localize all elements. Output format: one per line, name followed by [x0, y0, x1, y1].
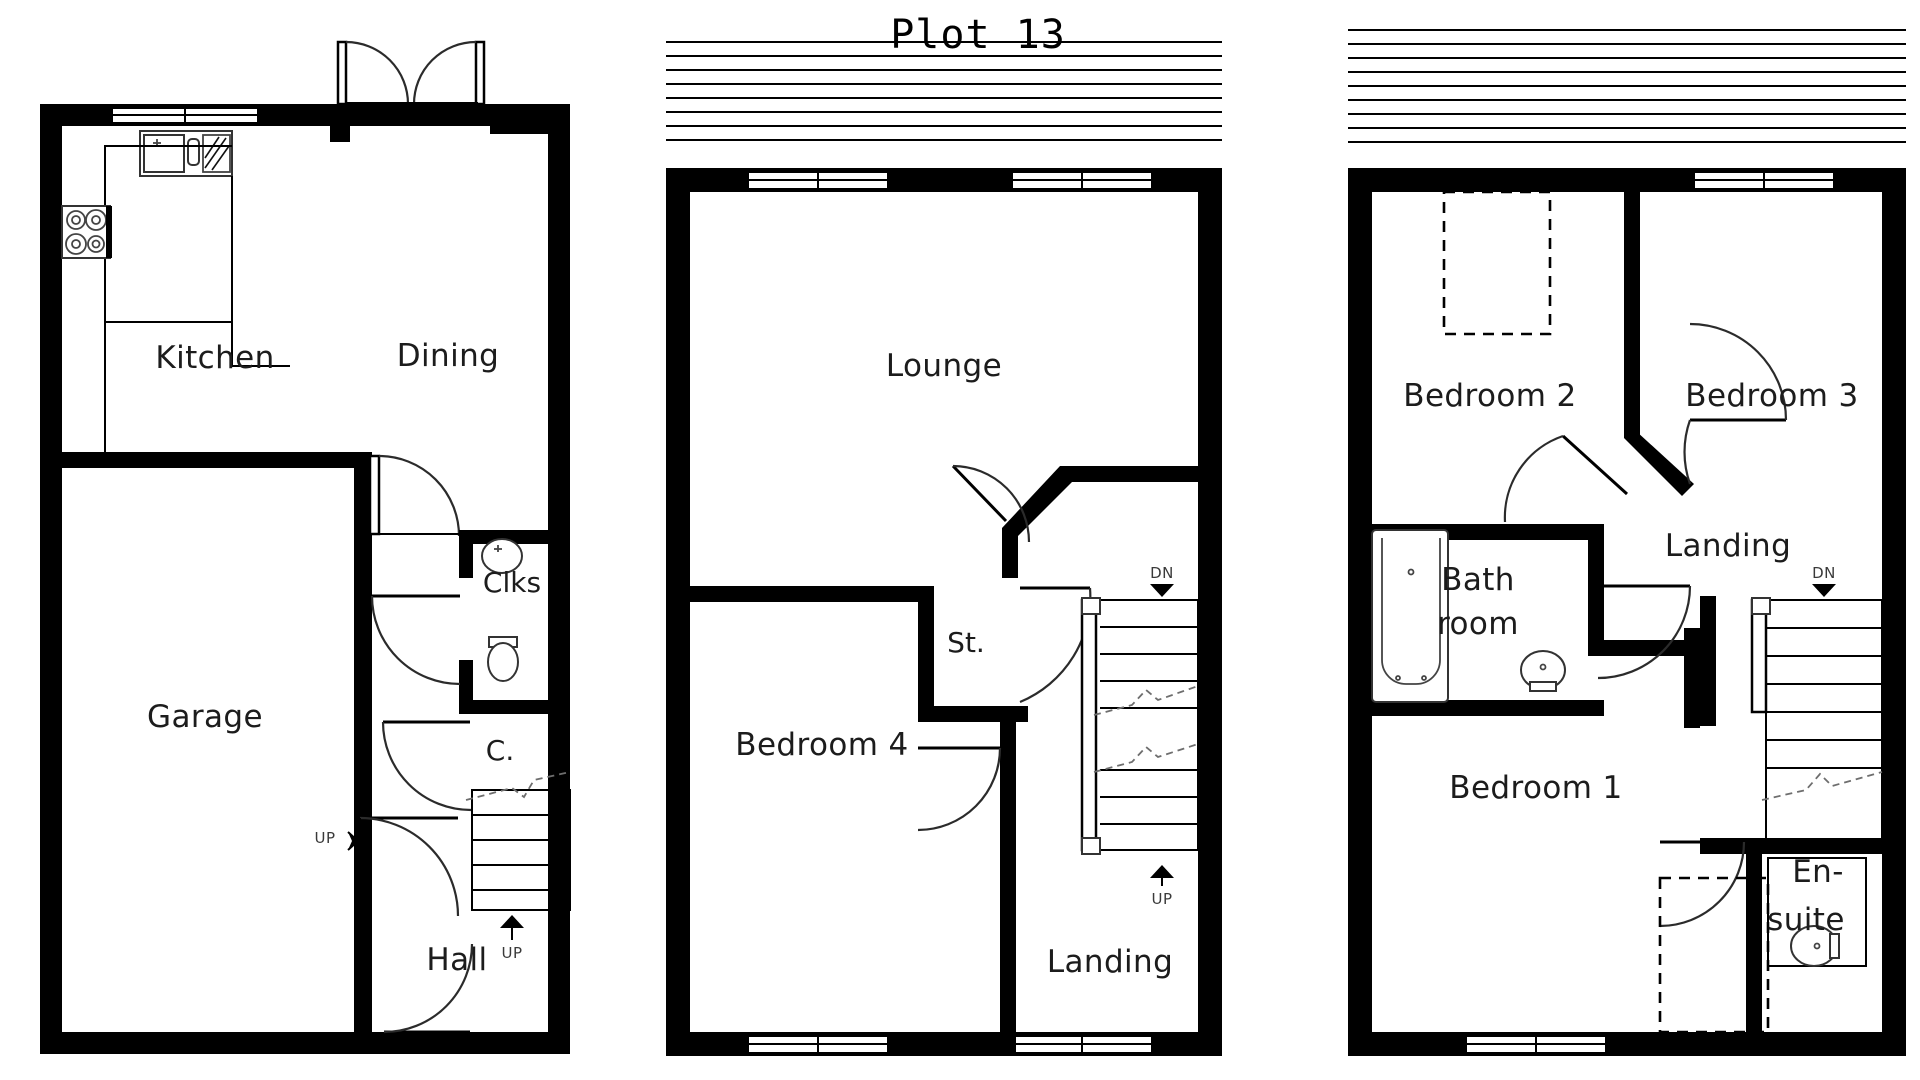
room-label-cupboard: C. — [486, 734, 514, 767]
kitchen-sink — [139, 130, 233, 177]
door-bedroom3 — [1683, 322, 1788, 485]
kitchen-worktop — [104, 145, 290, 452]
stair-arrow-up-garage: UP — [314, 829, 360, 851]
first-floor-partitions — [690, 466, 1198, 1056]
room-label-cloaks: Clks — [483, 566, 541, 599]
stair-arrow-down-first: DN — [1150, 564, 1174, 597]
room-label-bedroom4: Bedroom 4 — [735, 727, 908, 763]
room-label-store: St. — [947, 626, 985, 659]
stair-arrow-up-first: UP — [1150, 865, 1174, 908]
plan-first-floor: Lounge St. — [666, 41, 1222, 1056]
ensuite-room — [1658, 857, 1867, 1034]
window-bedroom4 — [747, 1035, 889, 1054]
window-bedroom1 — [1465, 1035, 1607, 1054]
wc-bathroom — [1520, 650, 1566, 692]
wardrobe-dashed-bedroom2 — [1442, 190, 1552, 336]
room-label-bathroom-line2: room — [1437, 606, 1519, 642]
stair-label-up-first: UP — [1151, 890, 1172, 908]
door-bedroom4 — [917, 746, 1002, 832]
door-dining-hall — [368, 454, 461, 537]
room-label-landing-first: Landing — [1047, 944, 1173, 980]
room-label-ensuite-line2: suite — [1767, 902, 1845, 938]
room-label-dining: Dining — [397, 338, 499, 374]
stair-label-up-garage: UP — [314, 829, 335, 847]
cloaks-room — [459, 530, 570, 714]
door-bedroom2 — [1503, 434, 1629, 523]
window-bedroom3 — [1693, 171, 1835, 190]
stair-arrow-down-second: DN — [1812, 564, 1836, 597]
plan-second-floor: Bedroom 2 Bedroom 3 Landing Bath room Be… — [1348, 29, 1906, 1056]
stair-arrow-up-hall: UP — [500, 915, 524, 962]
room-label-garage: Garage — [147, 699, 263, 735]
door-lounge — [951, 464, 1031, 543]
second-floor-walls — [1348, 168, 1906, 1056]
room-label-bedroom1: Bedroom 1 — [1449, 770, 1622, 806]
room-label-bedroom2: Bedroom 2 — [1403, 378, 1576, 414]
door-front-entrance — [40, 943, 570, 1054]
staircase-first — [1080, 597, 1199, 855]
window-landing-bottom — [1011, 1035, 1153, 1054]
door-cloaks — [370, 594, 461, 686]
room-label-landing-second: Landing — [1665, 528, 1791, 564]
stair-label-up-hall: UP — [501, 944, 522, 962]
stair-label-down-second: DN — [1812, 564, 1836, 582]
room-label-bedroom3: Bedroom 3 — [1685, 378, 1858, 414]
window-kitchen — [111, 107, 259, 124]
staircase-second — [1750, 597, 1883, 851]
wc-toilet — [487, 636, 519, 682]
roof-hatching-first — [666, 41, 1222, 141]
door-bathroom — [1597, 584, 1692, 680]
wc-basin — [481, 538, 523, 574]
room-label-lounge: Lounge — [886, 348, 1002, 384]
room-label-kitchen: Kitchen — [155, 340, 274, 376]
plan-ground-floor: Kitchen Dining — [40, 40, 571, 1054]
roof-hatching-second — [1348, 29, 1906, 143]
room-label-ensuite-line1: En- — [1792, 854, 1844, 890]
stair-label-down-first: DN — [1150, 564, 1174, 582]
door-dining-french — [336, 40, 486, 106]
room-label-hall: Hall — [426, 942, 487, 978]
window-lounge-right — [1011, 171, 1153, 190]
bath-tub — [1371, 529, 1449, 703]
window-lounge-left — [747, 171, 889, 190]
door-cupboard — [381, 720, 472, 812]
kitchen-hob — [61, 205, 112, 259]
page-title: Plot 13 — [890, 12, 1066, 58]
door-garage-hall — [359, 816, 460, 1032]
wc-ensuite — [1790, 925, 1840, 967]
door-bedroom1 — [1659, 840, 1746, 928]
staircase-ground — [465, 771, 571, 911]
first-floor-walls — [666, 168, 1222, 1056]
room-label-bathroom-line1: Bath — [1441, 562, 1515, 598]
door-store — [1019, 586, 1092, 704]
